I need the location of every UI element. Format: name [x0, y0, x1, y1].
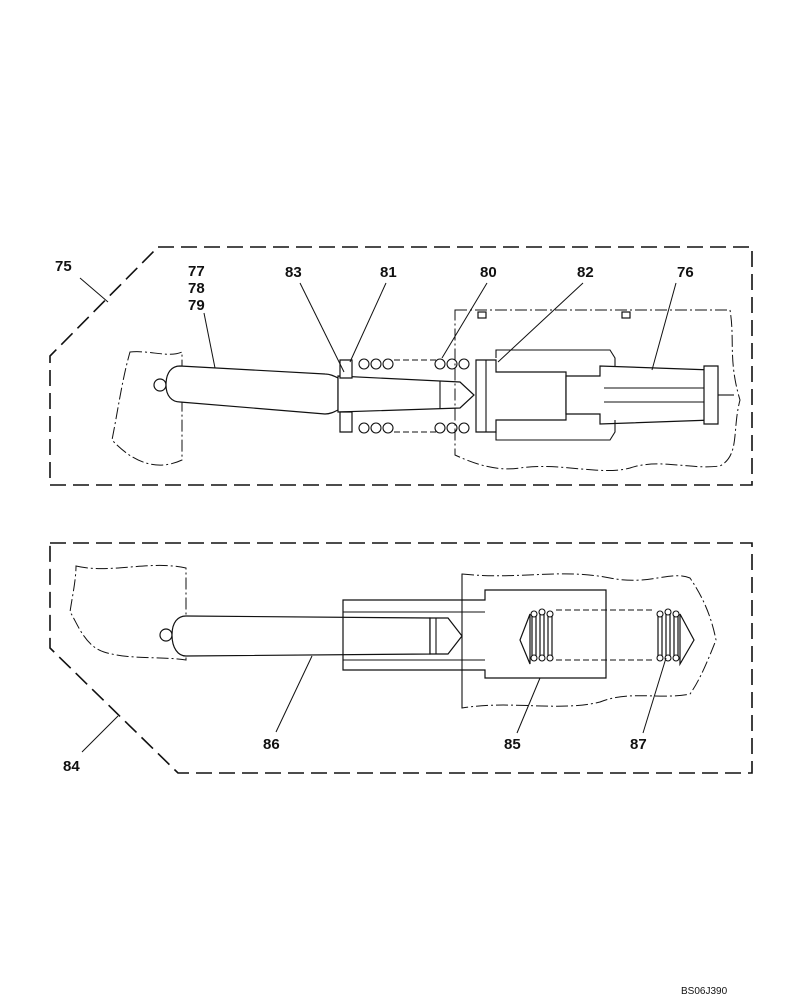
leader-85	[516, 677, 541, 734]
upper-shaft	[165, 365, 339, 415]
callout-76: 76	[677, 264, 694, 281]
leader-76	[651, 282, 677, 371]
drawing-code: BS06J390	[681, 986, 728, 997]
lower-spring-pack-left	[519, 608, 554, 665]
leader-79	[203, 312, 216, 369]
leader-83	[299, 282, 345, 373]
upper-bushing	[475, 359, 567, 433]
callout-75: 75	[55, 258, 72, 275]
upper-view-frame	[49, 246, 753, 486]
upper-housing-phantom	[454, 309, 741, 471]
leader-82	[497, 282, 584, 363]
lower-shaft-tip	[429, 617, 463, 655]
callout-78: 78	[188, 280, 205, 297]
upper-left-mount-phantom	[111, 351, 183, 466]
lower-shaft-ball-end	[159, 628, 173, 642]
upper-retainer-top	[339, 359, 353, 379]
callout-85: 85	[504, 736, 521, 753]
upper-housing-bore	[495, 349, 616, 441]
callout-80: 80	[480, 264, 497, 281]
leader-75	[79, 277, 109, 303]
lower-sleeve	[342, 589, 607, 679]
callout-77: 77	[188, 263, 205, 280]
lower-left-mount-phantom	[69, 564, 187, 661]
callout-87: 87	[630, 736, 647, 753]
callout-82: 82	[577, 264, 594, 281]
lower-shaft	[171, 615, 431, 657]
callout-83: 83	[285, 264, 302, 281]
callout-79: 79	[188, 297, 205, 314]
upper-housing-key-left	[477, 311, 487, 319]
upper-shaft-tip	[337, 375, 475, 413]
upper-spring-coils-bottom	[358, 422, 470, 434]
leader-87	[642, 657, 667, 734]
lower-assembly-view: 84 86 85 87	[49, 542, 753, 775]
callout-84: 84	[63, 758, 80, 775]
leader-80	[441, 282, 488, 359]
leader-81	[349, 282, 387, 363]
callout-86: 86	[263, 736, 280, 753]
callout-81: 81	[380, 264, 397, 281]
leader-86	[275, 655, 313, 733]
upper-shaft-ball-end	[153, 378, 167, 392]
leader-84	[81, 715, 119, 753]
upper-assembly-view: 75 77 78 79 83 81 80 82 76	[49, 246, 753, 486]
upper-plunger-cap	[703, 365, 719, 425]
lower-housing-phantom	[461, 573, 717, 709]
lower-view-frame	[49, 542, 753, 774]
lower-spring-pack-right	[656, 608, 695, 667]
upper-plunger	[565, 365, 713, 425]
upper-housing-key-right	[621, 311, 631, 319]
upper-spring-coils-top	[358, 358, 470, 370]
upper-retainer-bottom	[339, 411, 353, 433]
